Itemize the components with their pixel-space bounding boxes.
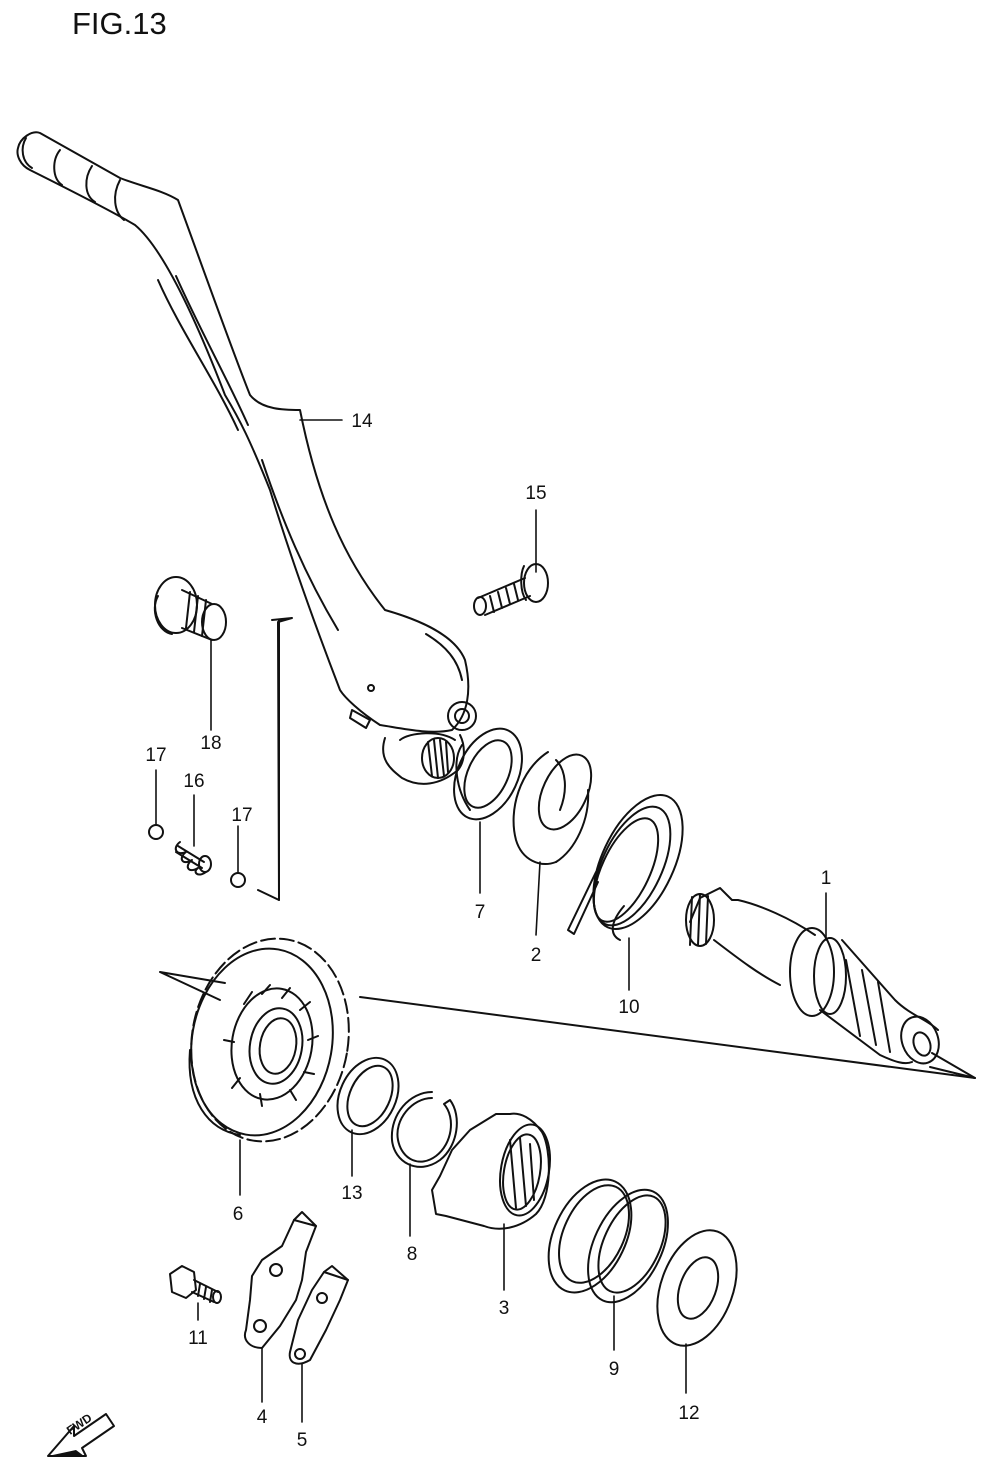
callout-10: 10	[618, 997, 640, 1018]
lock-plate-part-5	[290, 1266, 348, 1364]
bushing-part-2	[514, 746, 602, 863]
kick-gear-part-6	[175, 926, 364, 1154]
callout-4: 4	[256, 1407, 268, 1428]
ratchet-part-3	[432, 1114, 557, 1229]
callout-3: 3	[498, 1298, 510, 1319]
spring-part-9	[532, 1166, 684, 1314]
callout-5: 5	[296, 1430, 308, 1451]
washer-part-7	[441, 718, 536, 830]
callout-15: 15	[525, 483, 547, 504]
forward-arrow-icon	[48, 1414, 114, 1456]
kick-shaft-part-1	[686, 888, 945, 1069]
callout-9: 9	[608, 1359, 620, 1380]
callout-2: 2	[530, 945, 542, 966]
circlip-part-8	[392, 1092, 457, 1167]
ball-part-17-b	[231, 873, 245, 887]
bolt-part-11	[170, 1266, 221, 1303]
kick-spring-part-10	[568, 782, 701, 943]
bolt-part-18	[155, 577, 226, 640]
callout-7: 7	[474, 902, 486, 923]
washer-part-13	[326, 1048, 411, 1144]
leader-lines	[156, 420, 826, 1422]
washer-part-12	[643, 1219, 752, 1356]
spring-part-16	[176, 842, 211, 875]
callout-17-a: 17	[145, 745, 167, 766]
callout-13: 13	[341, 1183, 363, 1204]
callout-18: 18	[200, 733, 222, 754]
bolt-part-15	[474, 564, 548, 615]
callout-8: 8	[406, 1244, 418, 1265]
callout-1: 1	[820, 868, 832, 889]
assembly-bracket-line	[258, 618, 292, 900]
kick-lever-part-14	[18, 132, 477, 783]
axis-arrow-left	[160, 972, 225, 1000]
callout-6: 6	[232, 1204, 244, 1225]
callout-14: 14	[351, 411, 373, 432]
ball-part-17-a	[149, 825, 163, 839]
stopper-plate-part-4	[245, 1212, 316, 1348]
callout-17-b: 17	[231, 805, 253, 826]
callout-11: 11	[188, 1328, 208, 1349]
callout-12: 12	[678, 1403, 700, 1424]
callout-16: 16	[183, 771, 205, 792]
figure-title: FIG.13	[72, 6, 167, 41]
